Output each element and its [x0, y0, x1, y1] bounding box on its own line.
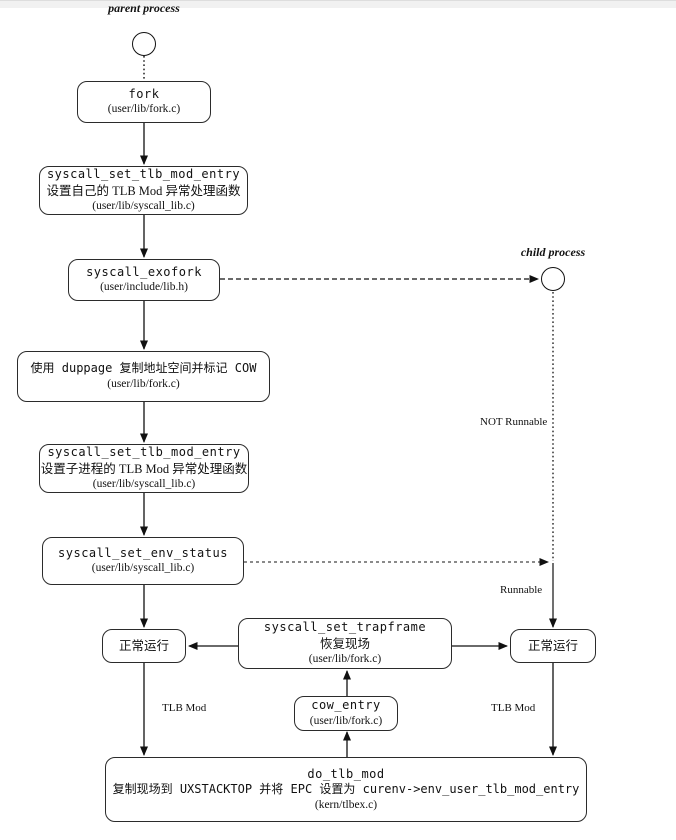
- node-desc: 设置自己的 TLB Mod 异常处理函数: [46, 183, 241, 198]
- node-code: cow_entry: [311, 698, 381, 713]
- node-normal-run-parent: 正常运行: [102, 629, 186, 663]
- node-syscall-set-tlb-mod-entry-child: syscall_set_tlb_mod_entry 设置子进程的 TLB Mod…: [39, 444, 249, 493]
- parent-start-circle: [132, 32, 156, 56]
- node-desc: 使用 duppage 复制地址空间并标记 COW: [30, 361, 257, 376]
- node-fork: fork (user/lib/fork.c): [77, 81, 211, 123]
- node-code: do_tlb_mod: [307, 766, 385, 781]
- node-path: (user/lib/fork.c): [107, 377, 180, 390]
- node-code: syscall_set_tlb_mod_entry: [46, 167, 241, 182]
- node-fork-path: (user/lib/fork.c): [107, 103, 181, 116]
- node-cow-entry: cow_entry (user/lib/fork.c): [294, 696, 398, 731]
- node-desc: 正常运行: [527, 639, 578, 653]
- edge-label-tlb-mod-right: TLB Mod: [489, 702, 538, 714]
- node-syscall-set-tlb-mod-entry-self: syscall_set_tlb_mod_entry 设置自己的 TLB Mod …: [39, 166, 248, 215]
- node-path: (user/lib/fork.c): [308, 652, 382, 665]
- node-code: syscall_exofork: [86, 264, 202, 279]
- node-duppage-cow: 使用 duppage 复制地址空间并标记 COW (user/lib/fork.…: [17, 351, 270, 402]
- page-bottom-divider: [0, 0, 676, 8]
- child-process-label: child process: [520, 245, 586, 259]
- node-desc: 复制现场到 UXSTACKTOP 并将 EPC 设置为 curenv->env_…: [112, 782, 580, 797]
- node-normal-run-child: 正常运行: [510, 629, 596, 663]
- node-do-tlb-mod: do_tlb_mod 复制现场到 UXSTACKTOP 并将 EPC 设置为 c…: [105, 757, 587, 822]
- node-desc: 设置子进程的 TLB Mod 异常处理函数: [40, 461, 248, 476]
- edge-label-runnable: Runnable: [498, 584, 545, 596]
- parent-process-label: parent process: [108, 1, 180, 15]
- node-desc: 正常运行: [118, 639, 169, 653]
- node-code: syscall_set_tlb_mod_entry: [47, 445, 241, 460]
- node-code: syscall_set_trapframe: [263, 620, 427, 635]
- node-path: (user/include/lib.h): [100, 281, 188, 294]
- node-syscall-set-env-status: syscall_set_env_status (user/lib/syscall…: [42, 537, 244, 585]
- node-syscall-set-trapframe: syscall_set_trapframe 恢复现场 (user/lib/for…: [238, 618, 452, 669]
- node-fork-code: fork: [128, 86, 160, 101]
- node-path: (user/lib/fork.c): [309, 714, 383, 727]
- node-code: syscall_set_env_status: [58, 545, 228, 560]
- node-path: (user/lib/syscall_lib.c): [92, 199, 195, 212]
- node-path: (user/lib/syscall_lib.c): [92, 477, 196, 490]
- child-start-circle: [541, 267, 565, 291]
- node-path: (user/lib/syscall_lib.c): [91, 562, 195, 575]
- node-path: (kern/tlbex.c): [314, 798, 378, 811]
- node-syscall-exofork: syscall_exofork (user/include/lib.h): [68, 259, 220, 301]
- edge-label-tlb-mod-left: TLB Mod: [160, 702, 209, 714]
- edge-label-not-runnable: NOT Runnable: [478, 416, 550, 428]
- node-desc: 恢复现场: [319, 636, 370, 651]
